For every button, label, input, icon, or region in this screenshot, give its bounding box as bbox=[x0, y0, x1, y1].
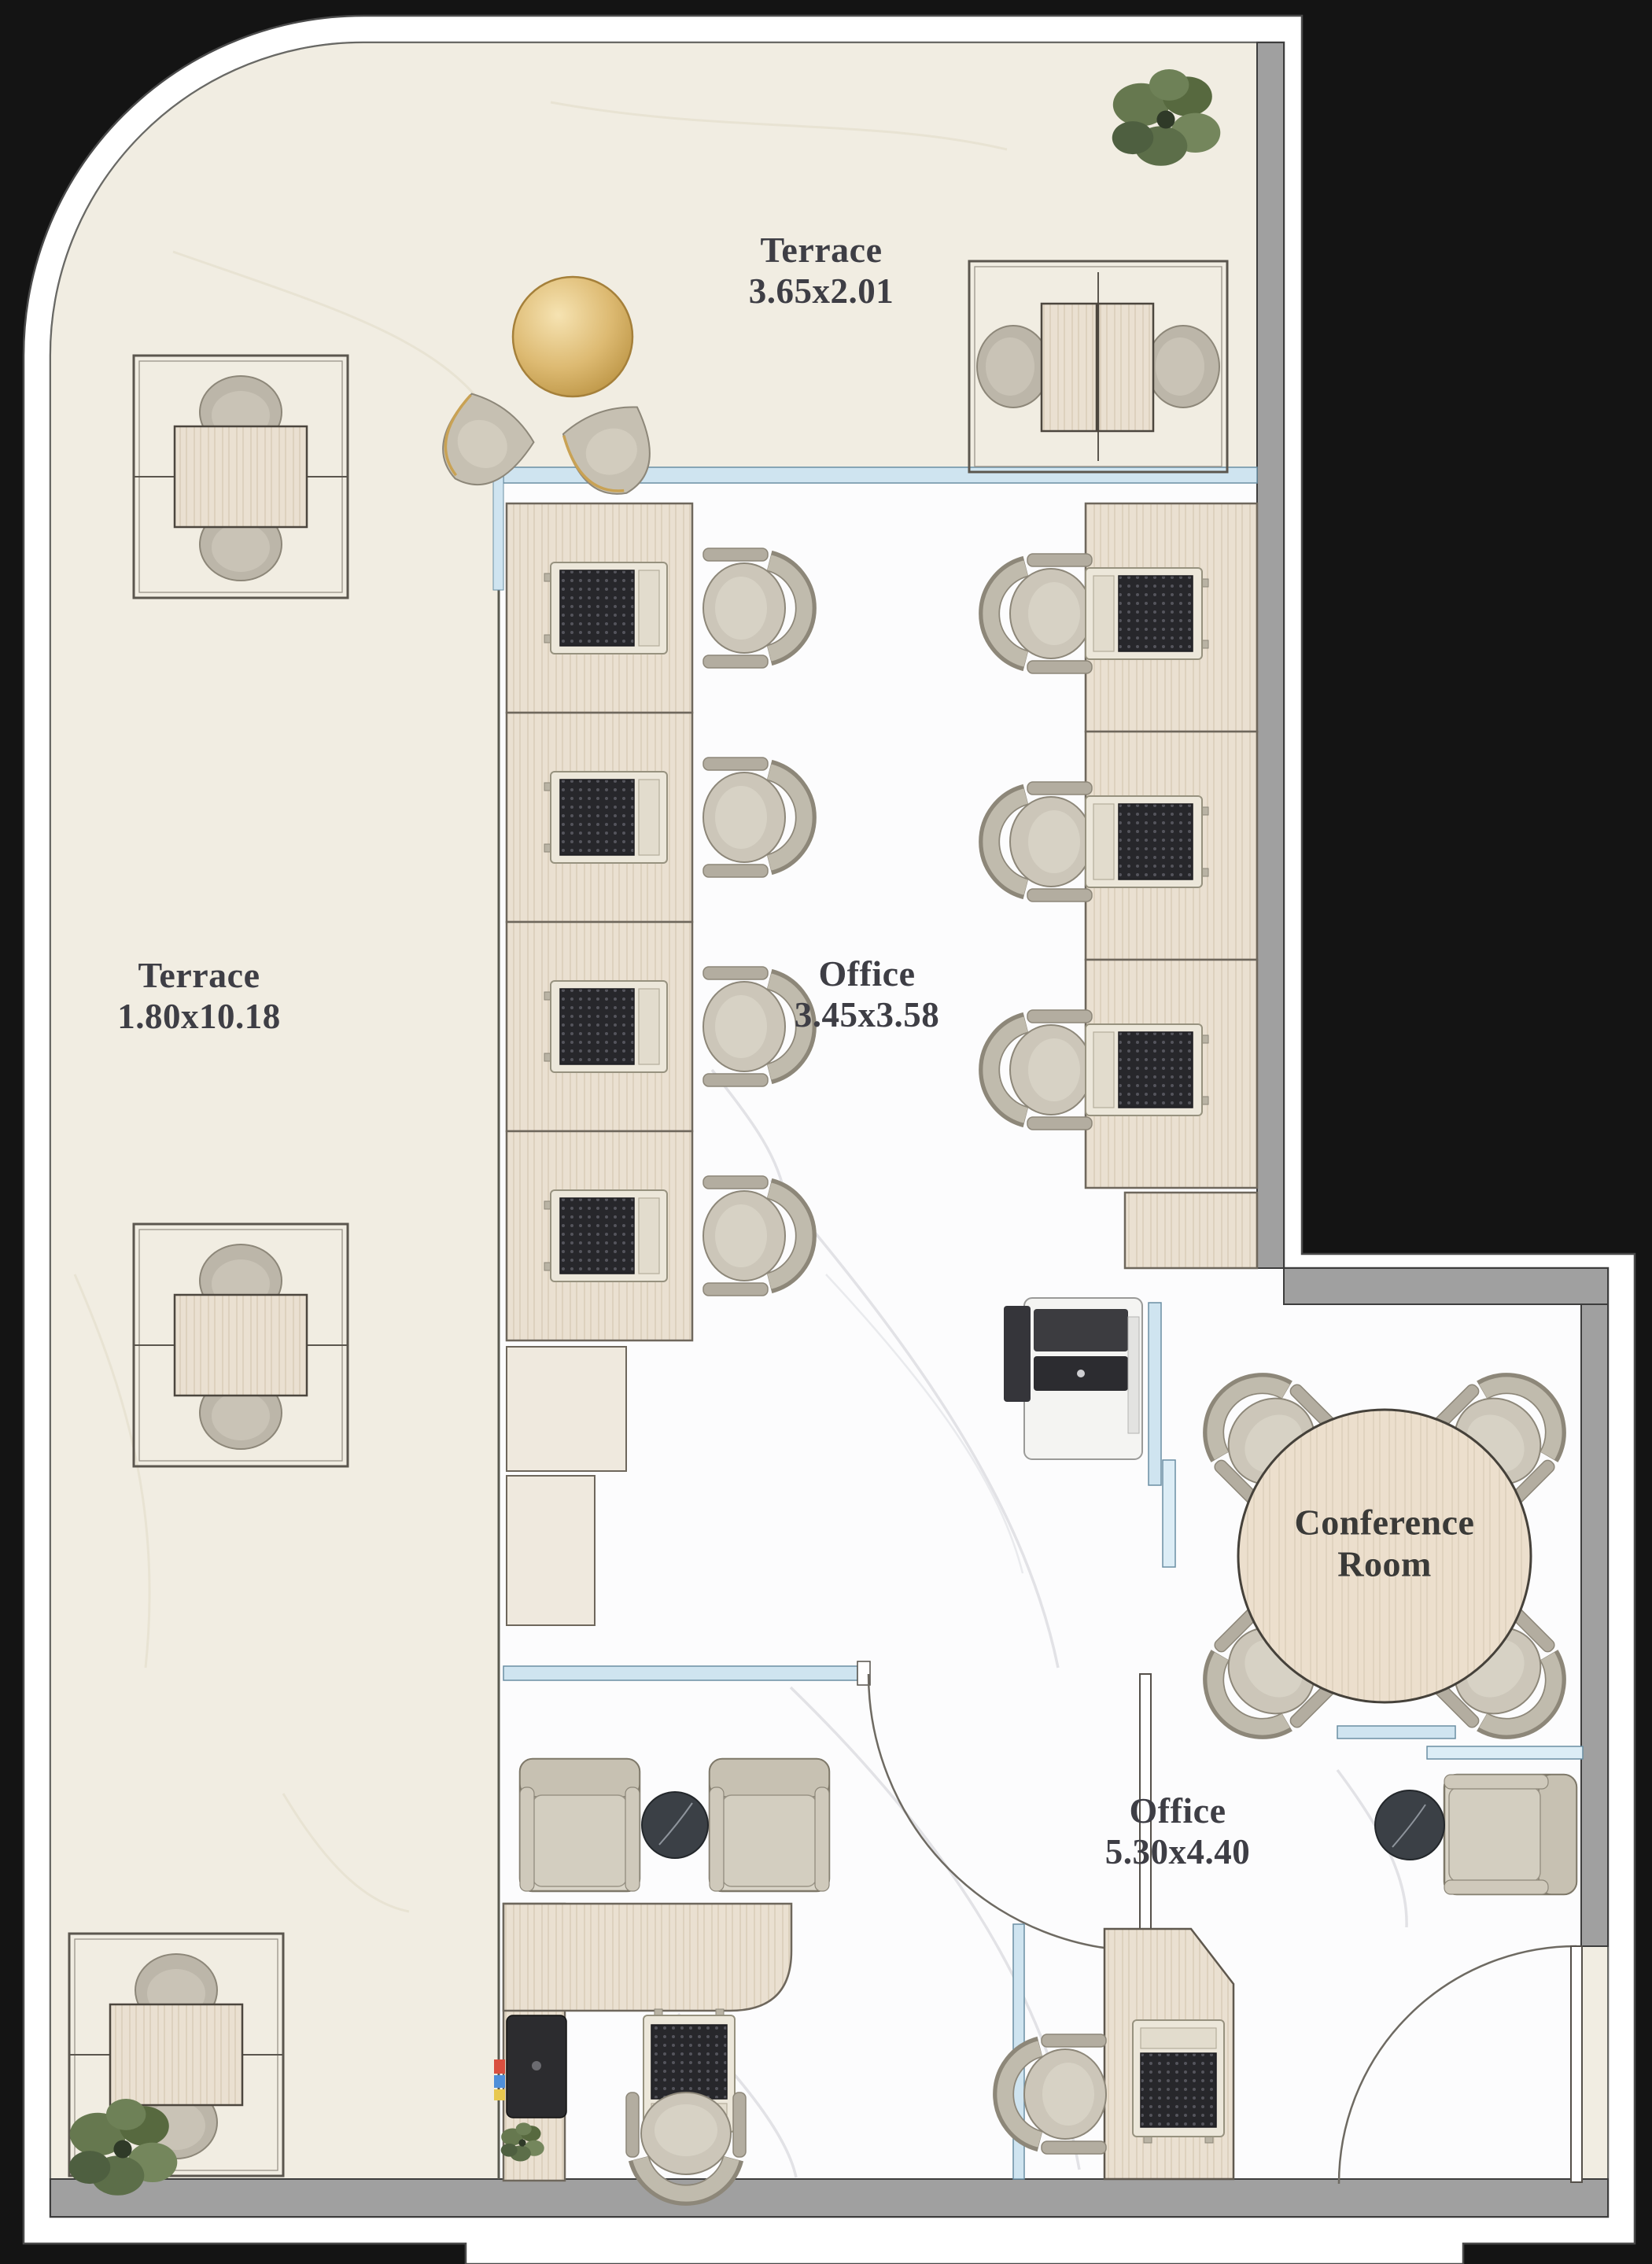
desk-return bbox=[1123, 1191, 1259, 1270]
room-name: Office bbox=[1129, 1790, 1226, 1831]
wall-extension-right bbox=[1580, 1303, 1609, 1947]
lounge-armchair bbox=[518, 1757, 641, 1893]
glass-office-left bbox=[492, 471, 504, 591]
glass-conference-1 bbox=[1148, 1302, 1162, 1486]
room-dimensions: 3.65x2.01 bbox=[748, 271, 894, 312]
room-dimensions: 5.30x4.40 bbox=[1104, 1832, 1251, 1872]
laptop bbox=[544, 1189, 668, 1282]
room-name: Terrace bbox=[760, 230, 883, 271]
workstations-left bbox=[505, 502, 806, 1626]
laptop bbox=[544, 562, 668, 654]
glass-lounge bbox=[503, 1665, 858, 1681]
reception-desk bbox=[502, 1902, 793, 2012]
laptop bbox=[1085, 795, 1209, 888]
glass-nook-2 bbox=[1426, 1746, 1584, 1760]
cabinet bbox=[506, 1475, 596, 1626]
glass-nook-1 bbox=[1337, 1725, 1456, 1739]
lounge-armchair bbox=[708, 1757, 831, 1893]
room-dimensions: 1.80x10.18 bbox=[117, 997, 281, 1037]
reception bbox=[494, 1902, 793, 2195]
printer bbox=[1004, 1297, 1143, 1460]
room-label-terrace-top: Terrace 3.65x2.01 bbox=[749, 229, 894, 312]
laptop bbox=[1085, 1023, 1209, 1116]
conference-table bbox=[1237, 1408, 1532, 1704]
lounge bbox=[518, 1757, 831, 1893]
laptop bbox=[1132, 2019, 1225, 2144]
room-label-terrace-left: Terrace 1.80x10.18 bbox=[117, 954, 281, 1038]
room-name: Office bbox=[818, 953, 916, 994]
glass-conference-2 bbox=[1162, 1459, 1176, 1568]
nook-armchair bbox=[1443, 1773, 1578, 1896]
room-name: Room bbox=[1337, 1544, 1432, 1584]
room-label-office-exec: Office 5.30x4.40 bbox=[1105, 1790, 1251, 1873]
gold-round-table bbox=[511, 275, 634, 398]
room-dimensions: 3.45x3.58 bbox=[794, 995, 940, 1035]
executive-office bbox=[1004, 1927, 1235, 2181]
cabinet bbox=[506, 1346, 627, 1472]
workstations-right bbox=[990, 502, 1259, 1270]
reading-nook bbox=[1374, 1773, 1578, 1896]
room-label-conference: Conference Room bbox=[1295, 1502, 1475, 1586]
wall-bottom bbox=[50, 2178, 1609, 2218]
terrace-table-box-top bbox=[968, 260, 1229, 474]
door-jamb bbox=[857, 1661, 871, 1686]
laptop bbox=[544, 980, 668, 1073]
room-name: Conference bbox=[1294, 1502, 1475, 1543]
laptop bbox=[1085, 567, 1209, 660]
gold-round-table-set bbox=[422, 275, 666, 508]
walls bbox=[50, 42, 1609, 2218]
door-arc-exec bbox=[1337, 1945, 1577, 2185]
door-leaf-exec bbox=[1570, 1945, 1583, 2183]
wall-extension-top bbox=[1283, 1267, 1609, 1305]
conference-set bbox=[1186, 1355, 1584, 1757]
room-label-office-main: Office 3.45x3.58 bbox=[795, 953, 940, 1036]
wall-right-upper bbox=[1256, 42, 1285, 1269]
laptop bbox=[544, 771, 668, 864]
door-arc bbox=[867, 1673, 1146, 1952]
room-name: Terrace bbox=[138, 955, 260, 996]
